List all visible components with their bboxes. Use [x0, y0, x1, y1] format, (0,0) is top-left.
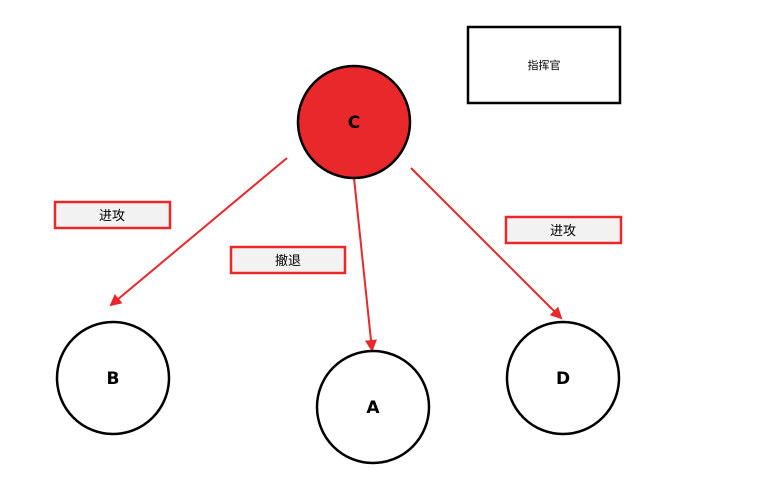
node-a: A [315, 349, 431, 465]
edge-c-to-b-arrow [109, 157, 288, 307]
node-a-label: A [366, 398, 380, 418]
node-b-label: B [107, 369, 120, 389]
edge-c-to-a-arrow [353, 177, 377, 352]
legend-box: 指挥官 [466, 25, 622, 105]
edge-label-retreat-text: 撤退 [275, 253, 301, 269]
node-d: D [505, 320, 621, 436]
edge-label-attack-right-text: 进攻 [550, 224, 576, 239]
edge-label-attack-left-text: 进攻 [99, 209, 125, 224]
edge-label-attack-right: 进攻 [504, 215, 623, 245]
node-d-label: D [556, 369, 570, 389]
node-c-label: C [348, 113, 360, 133]
edge-label-attack-left: 进攻 [53, 200, 172, 230]
node-c: C [296, 64, 412, 180]
node-b: B [55, 320, 171, 436]
edge-label-retreat: 撤退 [229, 245, 347, 275]
legend-label: 指挥官 [528, 58, 561, 72]
edge-c-to-d-arrow [410, 167, 563, 320]
